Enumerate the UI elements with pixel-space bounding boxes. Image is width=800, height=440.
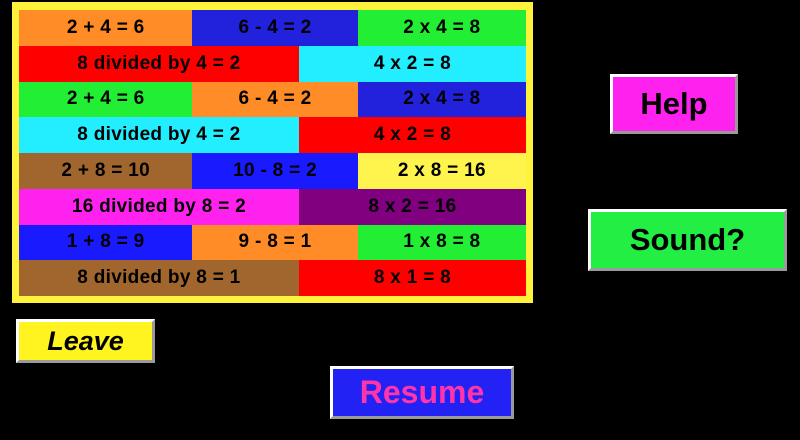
leave-button-label: Leave [47, 325, 124, 356]
fact-cell[interactable]: 1 x 8 = 8 [357, 224, 526, 261]
fact-cell[interactable]: 6 - 4 = 2 [192, 81, 358, 118]
help-button-label: Help [640, 86, 708, 121]
fact-cell[interactable]: 8 x 1 = 8 [298, 260, 526, 296]
fact-cell[interactable]: 9 - 8 = 1 [192, 224, 358, 261]
resume-button[interactable]: Resume [330, 366, 514, 419]
resume-button-label: Resume [359, 374, 485, 410]
fact-cell[interactable]: 8 divided by 4 = 2 [19, 45, 299, 82]
fact-cell[interactable]: 6 - 4 = 2 [192, 10, 358, 46]
fact-cell[interactable]: 2 x 8 = 16 [357, 153, 526, 189]
fact-cell[interactable]: 2 + 4 = 6 [19, 10, 193, 46]
help-button[interactable]: Help [610, 74, 738, 134]
sound-button[interactable]: Sound? [588, 209, 787, 271]
fact-cell[interactable]: 2 x 4 = 8 [357, 10, 526, 46]
fact-cell[interactable]: 2 + 8 = 10 [19, 153, 193, 189]
fact-cell[interactable]: 2 x 4 = 8 [357, 81, 526, 118]
fact-cell[interactable]: 4 x 2 = 8 [298, 117, 526, 153]
fact-cell[interactable]: 10 - 8 = 2 [192, 153, 358, 189]
fact-cell[interactable]: 4 x 2 = 8 [298, 45, 526, 82]
fact-cell[interactable]: 8 divided by 8 = 1 [19, 260, 299, 296]
fact-cell[interactable]: 8 x 2 = 16 [298, 188, 526, 225]
fact-cell[interactable]: 1 + 8 = 9 [19, 224, 193, 261]
leave-button[interactable]: Leave [16, 319, 155, 363]
sound-button-label: Sound? [629, 222, 746, 257]
fact-cell[interactable]: 2 + 4 = 6 [19, 81, 193, 118]
fact-cell[interactable]: 8 divided by 4 = 2 [19, 117, 299, 153]
fact-cell[interactable]: 16 divided by 8 = 2 [19, 188, 299, 225]
